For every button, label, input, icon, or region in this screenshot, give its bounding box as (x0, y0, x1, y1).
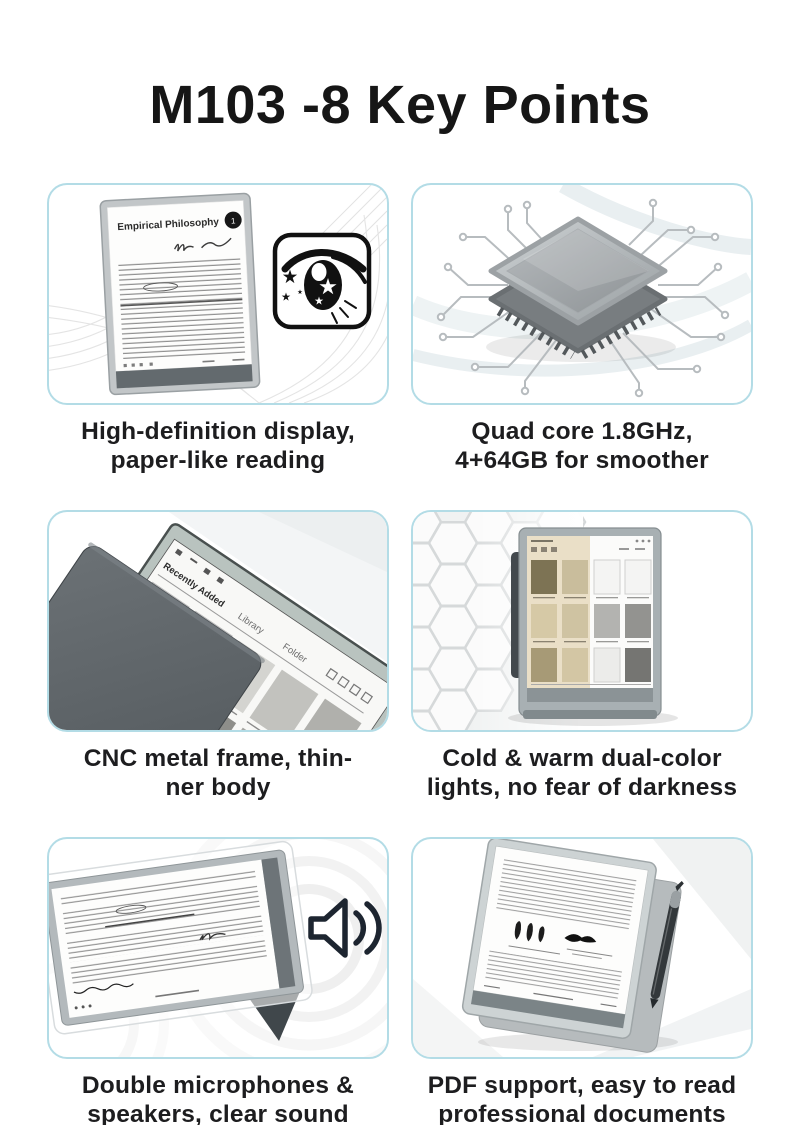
screen-book-title: Empirical Philosophy (117, 217, 220, 233)
caption-line: paper-like reading (110, 447, 326, 474)
signature-scribble (173, 237, 232, 252)
metal-frame-illustration: Recently Added Library Folder (49, 512, 387, 730)
pdf-page-content (483, 857, 637, 1008)
feature-caption-frame: CNC metal frame, thin- ner body (47, 744, 389, 802)
caption-line: Quad core 1.8GHz, (471, 418, 693, 445)
bird-illustration (564, 934, 597, 943)
feature-card-frame: Recently Added Library Folder (47, 510, 389, 732)
light-band-2 (259, 512, 387, 572)
caption-line: Double microphones & (81, 1072, 355, 1099)
feature-cell-quadcore: Quad core 1.8GHz, 4+64GB for smoother (411, 183, 753, 475)
device-chin (527, 688, 653, 702)
device-base-edge (523, 710, 657, 719)
light-band (169, 512, 387, 662)
feature-grid: Empirical Philosophy 1 (47, 183, 753, 1125)
feature-card-pdf (411, 837, 753, 1059)
cover-grid (531, 559, 652, 683)
feature-caption-display: High-definition display, paper-like read… (47, 417, 389, 475)
caption-line: lights, no fear of darkness (426, 774, 738, 801)
cpu-chip (488, 216, 668, 359)
display-illustration: Empirical Philosophy 1 (49, 185, 387, 403)
body-text-lines (118, 257, 246, 363)
wavy-annotation (73, 983, 134, 994)
caption-line: ner body (165, 774, 271, 801)
cpu-chip-illustration (413, 185, 751, 398)
circuit-traces (436, 198, 730, 398)
speaker-illustration (49, 839, 387, 1057)
stylus-pen (650, 880, 684, 1009)
caption-line: 4+64GB for smoother (455, 447, 709, 474)
screen-topbar (531, 539, 651, 552)
device-chin (470, 990, 626, 1029)
caption-line: Cold & warm dual-color (442, 745, 722, 772)
feature-card-lights (411, 510, 753, 732)
speaker-icon (308, 898, 382, 958)
feature-cell-lights: Cold & warm dual-color lights, no fear o… (411, 510, 753, 802)
ereader-with-pen (461, 839, 684, 1053)
signature-scribble (199, 933, 226, 941)
feature-card-quadcore (411, 183, 753, 405)
feature-cell-display: Empirical Philosophy 1 (47, 183, 389, 475)
caption-line: professional documents (438, 1101, 726, 1125)
page-number-badge (224, 211, 242, 229)
feature-caption-quadcore: Quad core 1.8GHz, 4+64GB for smoother (411, 417, 753, 475)
caption-line: PDF support, easy to read (427, 1072, 737, 1099)
dual-light-illustration (413, 512, 678, 730)
feature-cell-frame: Recently Added Library Folder (47, 510, 389, 802)
feature-cell-speakers: Double microphones & speakers, clear sou… (47, 837, 389, 1125)
metal-back-cover (49, 542, 265, 730)
feature-card-speakers (47, 837, 389, 1059)
feature-caption-lights: Cold & warm dual-color lights, no fear o… (411, 744, 753, 802)
ereader-front-view: Empirical Philosophy 1 (99, 192, 261, 396)
caption-line: High-definition display, (81, 418, 355, 445)
status-icons (174, 548, 225, 585)
page-number: 1 (231, 216, 236, 225)
pdf-illustration (413, 839, 751, 1057)
ereader-landscape (49, 840, 313, 1035)
feature-cell-pdf: PDF support, easy to read professional d… (411, 837, 753, 1125)
document-text (60, 869, 267, 1010)
screen-toolbar (123, 358, 245, 368)
toolbar-icons (325, 667, 374, 705)
feature-card-display: Empirical Philosophy 1 (47, 183, 389, 405)
caption-line: CNC metal frame, thin- (83, 745, 353, 772)
page-title: M103 -8 Key Points (149, 75, 651, 135)
feature-caption-speakers: Double microphones & speakers, clear sou… (47, 1071, 389, 1125)
eye-icon (272, 232, 372, 330)
feature-caption-pdf: PDF support, easy to read professional d… (411, 1071, 753, 1125)
caption-line: speakers, clear sound (87, 1101, 349, 1125)
device-chin (261, 857, 296, 989)
ereader-dual-light (511, 527, 662, 719)
